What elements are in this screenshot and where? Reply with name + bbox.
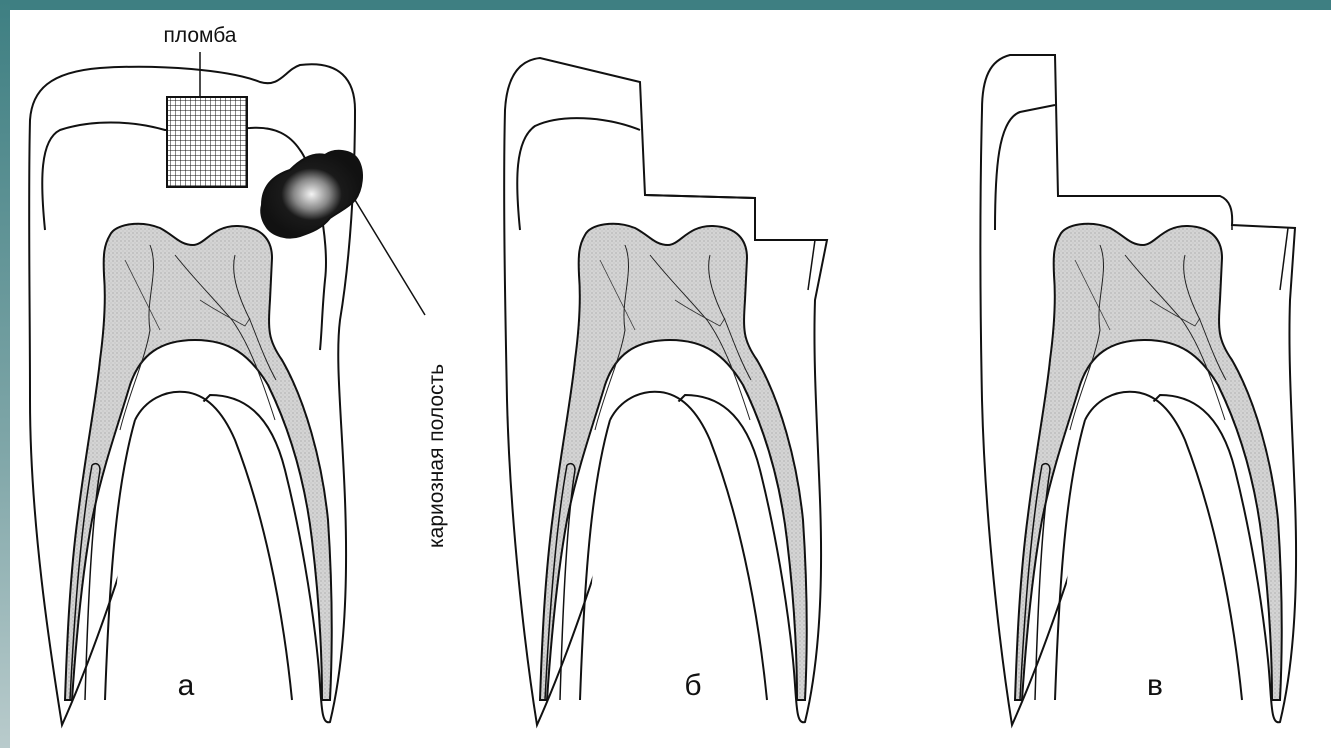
frame-left-edge: [0, 0, 10, 748]
filling-label: пломба: [164, 24, 237, 47]
teeth-diagram: пломба кариозная полость а б в: [10, 10, 1331, 748]
tooth-a: пломба кариозная полость а: [29, 24, 448, 725]
panel-label-c: в: [1147, 669, 1163, 702]
filling-icon: [167, 97, 247, 187]
tooth-b: б: [504, 58, 827, 725]
tooth-c: в: [981, 55, 1297, 725]
panel-label-b: б: [684, 669, 701, 702]
caries-label: кариозная полость: [425, 364, 448, 548]
panel-label-a: а: [178, 669, 195, 702]
diagram-canvas: пломба кариозная полость а б в: [10, 10, 1331, 748]
caries-leader-line: [355, 200, 425, 315]
